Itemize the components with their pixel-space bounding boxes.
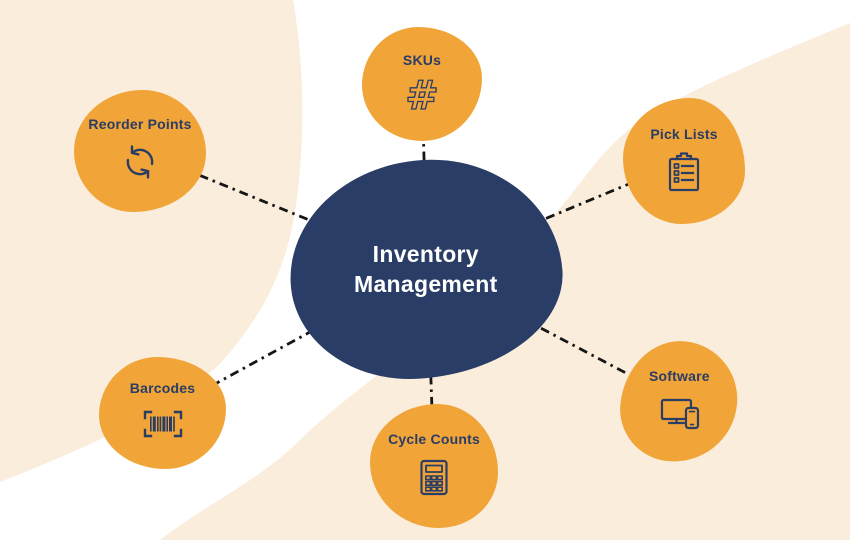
center-title-line1: Inventory [372, 241, 480, 267]
center-title-line2: Management [354, 271, 498, 297]
devices-icon [660, 399, 700, 430]
svg-text:#: # [405, 75, 439, 115]
node-pick-lists: Pick Lists [623, 98, 745, 224]
node-pick-lists-label: Pick Lists [650, 126, 718, 143]
node-skus-label: SKUs [402, 52, 442, 69]
barcode-icon [143, 410, 182, 437]
calculator-icon [420, 459, 448, 495]
node-cycle-counts: Cycle Counts [370, 404, 498, 528]
node-barcodes-label: Barcodes [129, 380, 196, 397]
node-cycle-counts-label: Cycle Counts [388, 431, 480, 448]
clipboard-icon [668, 152, 700, 191]
center-title: Inventory Management [354, 239, 498, 299]
background-blob-left [0, 0, 303, 482]
node-software-label: Software [648, 367, 710, 384]
node-barcodes: Barcodes [99, 357, 226, 469]
cycle-arrows-icon [126, 144, 154, 179]
node-reorder-points: Reorder Points [74, 90, 206, 212]
node-software: Software [614, 335, 744, 468]
node-skus: SKUs # [362, 27, 482, 141]
hash-icon: # [405, 75, 440, 115]
node-reorder-points-label: Reorder Points [88, 116, 192, 133]
